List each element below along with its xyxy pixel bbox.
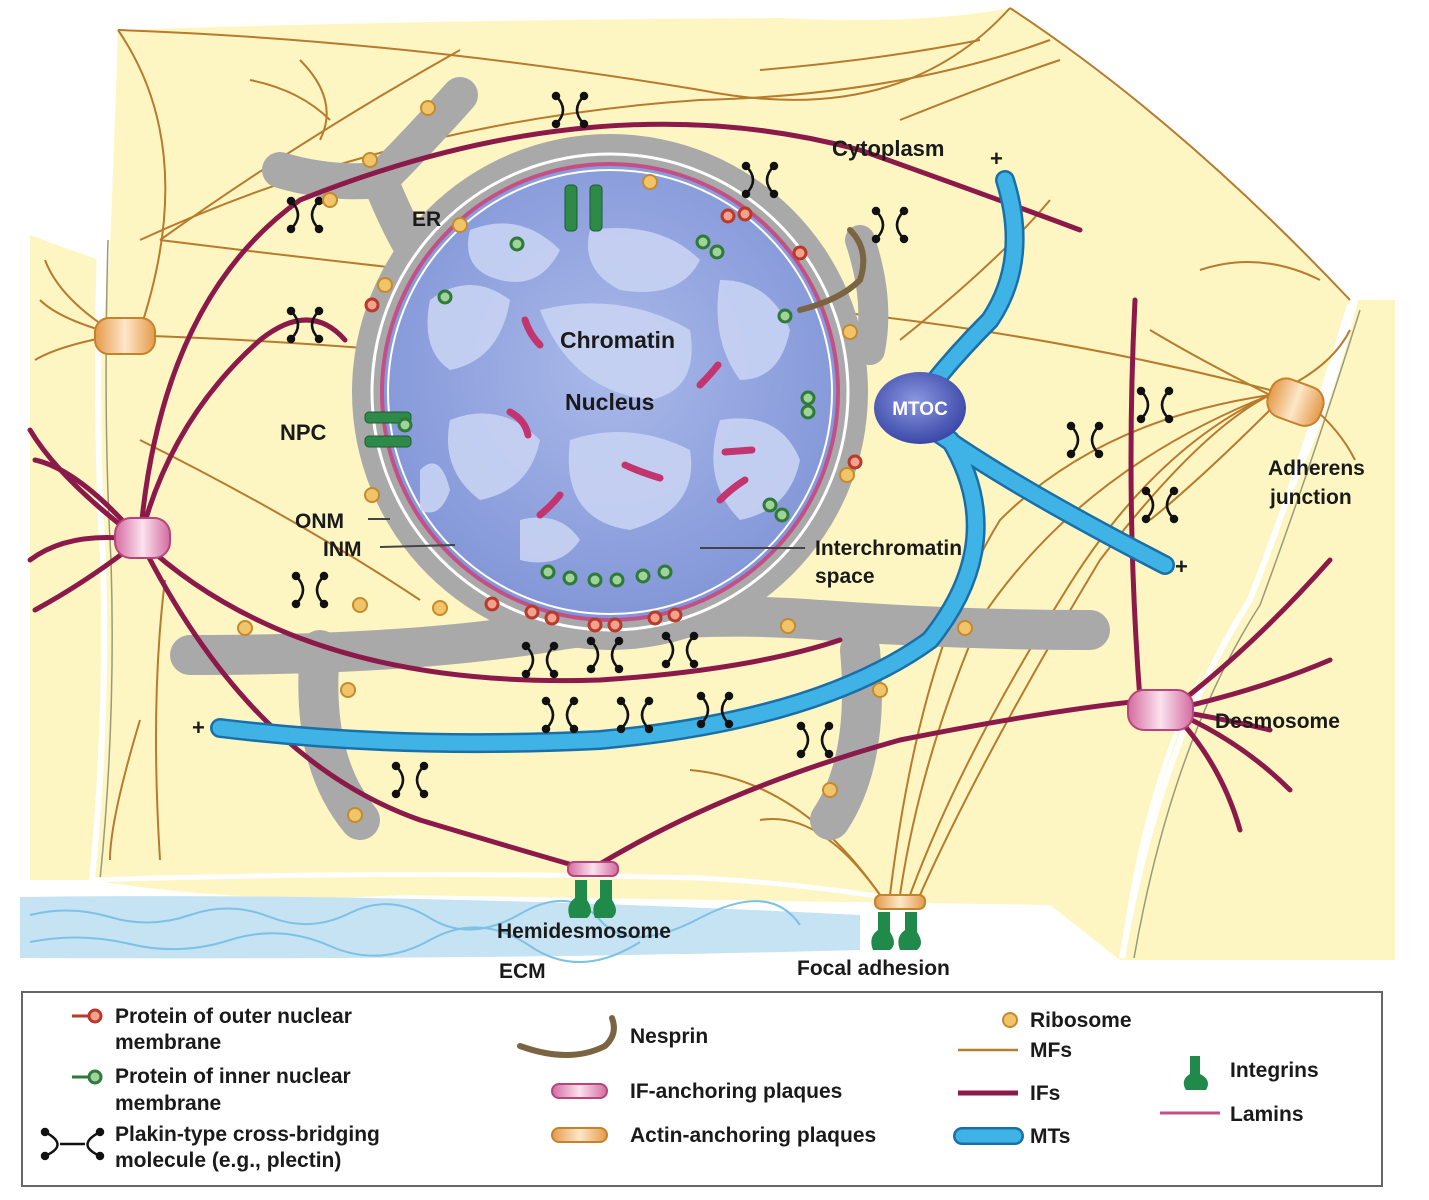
legend-integrins: Integrins	[1230, 1059, 1319, 1082]
legend: Protein of outer nuclear membrane Protei…	[21, 991, 1383, 1187]
junction-plaques	[94, 317, 1325, 910]
label-onm: ONM	[295, 510, 344, 533]
legend-actin-plaque-icon	[551, 1127, 608, 1143]
label-chromatin: Chromatin	[560, 327, 675, 353]
label-hemidesmosome: Hemidesmosome	[497, 920, 671, 943]
mtoc	[874, 372, 966, 444]
legend-outer-protein-icon	[87, 1008, 103, 1024]
label-mt-plus-right: +	[1175, 554, 1188, 579]
legend-inner-protein-2: membrane	[115, 1092, 221, 1115]
legend-lamins: Lamins	[1230, 1103, 1304, 1126]
label-mt-plus-top: +	[990, 146, 1003, 171]
diagram-labels: Cytoplasm + ER Chromatin Nucleus NPC ONM…	[192, 136, 1365, 983]
legend-if-plaques: IF-anchoring plaques	[630, 1080, 842, 1103]
label-adherens-2: junction	[1269, 486, 1352, 509]
legend-outer-protein-2: membrane	[115, 1031, 221, 1054]
legend-plakin-1: Plakin-type cross-bridging	[115, 1123, 380, 1146]
legend-ribosome: Ribosome	[1030, 1009, 1132, 1032]
label-er: ER	[412, 208, 441, 231]
nucleus-group	[352, 134, 868, 650]
hemidesmosome-plaque	[567, 861, 619, 877]
outer-nuclear-proteins	[364, 206, 863, 633]
legend-ifs: IFs	[1030, 1082, 1060, 1105]
label-cytoplasm: Cytoplasm	[832, 136, 944, 161]
label-mtoc: MTOC	[892, 399, 948, 420]
nesprin	[797, 227, 867, 313]
legend-mts: MTs	[1030, 1125, 1070, 1148]
legend-integrin-icon	[1183, 1056, 1208, 1090]
label-inm: INM	[323, 538, 362, 561]
legend-plakin-icon	[40, 1127, 105, 1161]
label-nucleus: Nucleus	[565, 389, 654, 415]
legend-if-plaque-icon	[551, 1083, 608, 1099]
desmosome-plaque-right	[1127, 689, 1194, 731]
right-cell-cytoplasm	[1120, 300, 1395, 960]
legend-inner-protein-1: Protein of inner nuclear	[115, 1065, 351, 1088]
pointer-lines	[368, 518, 805, 549]
right-membrane-edge	[1133, 309, 1361, 959]
legend-ribosome-icon	[1002, 1012, 1018, 1028]
focal-adhesion-plaque	[874, 894, 926, 910]
legend-inner-protein-icon	[87, 1069, 103, 1085]
legend-outer-protein-1: Protein of outer nuclear	[115, 1005, 352, 1028]
chromatin-blobs	[420, 223, 800, 563]
label-mt-plus-left: +	[192, 715, 205, 740]
adherens-plaque-left	[94, 317, 156, 355]
adherens-plaque-right	[1266, 377, 1325, 427]
desmosome-plaque-left	[114, 517, 171, 559]
legend-nesprin-icon	[517, 1015, 617, 1058]
basal-membrane	[89, 871, 1111, 961]
ecm-band	[20, 896, 860, 959]
legend-nesprin: Nesprin	[630, 1025, 708, 1048]
legend-actin-plaques: Actin-anchoring plaques	[630, 1124, 876, 1147]
nuclear-inm-line	[387, 169, 833, 615]
nuclear-pore-complexes	[364, 184, 603, 448]
left-cell-cytoplasm	[30, 235, 102, 880]
legend-mfs: MFs	[1030, 1039, 1072, 1062]
ecm-wave-2	[29, 926, 641, 963]
label-adherens-1: Adherens	[1268, 457, 1365, 480]
label-interchromatin-1: Interchromatin	[815, 537, 962, 560]
label-ecm: ECM	[499, 960, 546, 983]
label-npc: NPC	[280, 420, 327, 445]
integrins	[568, 880, 921, 950]
label-focal-adhesion: Focal adhesion	[797, 957, 950, 980]
inner-nuclear-proteins	[397, 234, 816, 588]
ribosomes	[237, 100, 973, 823]
ecm-wave-1	[29, 900, 801, 938]
label-desmosome: Desmosome	[1215, 710, 1340, 733]
legend-box	[21, 991, 1383, 1187]
plakin-cross-bridges	[286, 91, 1179, 799]
chromatin-fibers	[506, 316, 756, 519]
label-interchromatin-2: space	[815, 565, 875, 588]
legend-plakin-2: molecule (e.g., plectin)	[115, 1149, 341, 1172]
